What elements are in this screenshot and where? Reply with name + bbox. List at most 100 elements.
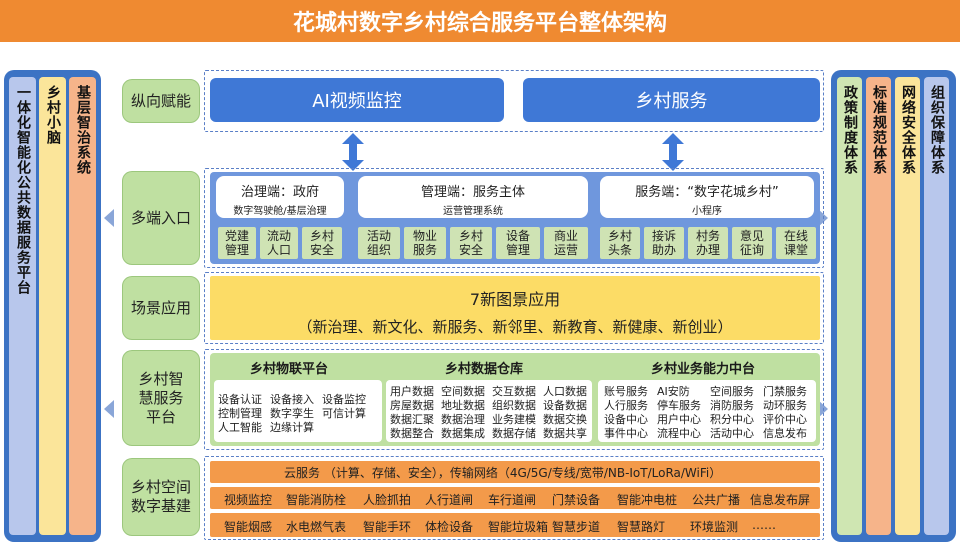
biz-item: 人行服务 [604, 399, 648, 412]
multi-cell: 乡村头条 [600, 227, 640, 259]
row-label-infra: 乡村空间数字基建 [122, 458, 200, 536]
infra-row-box [204, 456, 824, 540]
biz-item: 用户中心 [657, 413, 701, 426]
smart-row-box [204, 349, 824, 450]
infra-device: 体检设备 [425, 520, 474, 534]
data-item: 业务建模 [492, 413, 536, 426]
right-column-standards: 标准规范体系 [866, 77, 891, 535]
infra-device: 智能手环 [363, 520, 412, 534]
infra-device: 环境监测 [690, 520, 739, 534]
data-item: 数据存储 [492, 427, 536, 440]
scene-title: 7新图景应用 [469, 290, 561, 309]
iot-item: 控制管理 [218, 407, 262, 420]
iot-item: 设备接入 [270, 393, 314, 406]
data-item: 设备数据 [543, 399, 587, 412]
biz-item: 账号服务 [604, 385, 648, 398]
infra-device: 水电燃气表 [286, 520, 347, 534]
data-item: 数据共享 [543, 427, 587, 440]
data-item: 交互数据 [492, 385, 536, 398]
left-column-village-brain: 乡村小脑 [39, 77, 66, 535]
right-column-policy: 政策制度体系 [837, 77, 862, 535]
infra-device: 智能消防栓 [286, 493, 347, 507]
infra-device: 智慧路灯 [617, 520, 666, 534]
multi-cell: 村务办理 [688, 227, 728, 259]
infra-device: 视频监控 [224, 493, 273, 507]
infra-cloud-network: 云服务 （计算、存储、安全），传输网络（4G/5G/专线/宽带/NB-IoT/L… [210, 461, 820, 483]
data-item: 数据整合 [390, 427, 434, 440]
infra-device: 智慧步道 [552, 520, 601, 534]
double-arrow-right [662, 133, 684, 171]
iot-item: 数字孪生 [270, 407, 314, 420]
biz-item: 门禁服务 [763, 385, 807, 398]
biz-item: AI安防 [657, 385, 690, 398]
biz-item: 评价中心 [763, 413, 807, 426]
data-items-panel [386, 380, 592, 442]
biz-item: 设备中心 [604, 413, 648, 426]
infra-device: 公共广播 [692, 493, 741, 507]
iot-item: 边缘计算 [270, 421, 314, 434]
data-item: 空间数据 [441, 385, 485, 398]
multi-cell: 商业运营 [544, 227, 588, 259]
data-warehouse-title: 乡村数据仓库 [445, 362, 524, 377]
biz-item: 事件中心 [604, 427, 648, 440]
multi-cell: 物业服务 [404, 227, 446, 259]
multi-cell: 党建管理 [218, 227, 256, 259]
infra-device: …… [752, 518, 776, 532]
multi-cell: 设备管理 [496, 227, 540, 259]
scene-application: 7新图景应用 （新治理、新文化、新服务、新邻里、新教育、新健康、新创业） [210, 276, 820, 340]
mgmt-end-card: 管理端：服务主体 运营管理系统 [358, 176, 588, 218]
infra-devices-row-2 [210, 513, 820, 537]
infra-device: 智能垃圾箱 [488, 520, 549, 534]
double-arrow-left [342, 133, 364, 171]
biz-item: 信息发布 [763, 427, 807, 440]
iot-item: 可信计算 [322, 407, 366, 420]
infra-device: 门禁设备 [552, 493, 601, 507]
ai-video-monitoring: AI视频监控 [210, 78, 504, 122]
row-label-smart-platform: 乡村智慧服务平台 [122, 350, 200, 446]
biz-item: 消防服务 [710, 399, 754, 412]
biz-item: 活动中心 [710, 427, 754, 440]
data-item: 用户数据 [390, 385, 434, 398]
row-label-scene: 场景应用 [122, 276, 200, 340]
scene-row-box [204, 272, 824, 344]
left-arrow-1 [104, 209, 114, 227]
infra-devices-row-1 [210, 487, 820, 509]
infra-device: 人脸抓拍 [363, 493, 412, 507]
infra-device: 信息发布屏 [750, 493, 811, 507]
biz-item: 流程中心 [657, 427, 701, 440]
infra-device: 智能冲电桩 [617, 493, 678, 507]
data-item: 地址数据 [441, 399, 485, 412]
village-service: 乡村服务 [523, 78, 820, 122]
data-item: 数据治理 [441, 413, 485, 426]
data-item: 房屋数据 [390, 399, 434, 412]
row-label-multi-entry: 多端入口 [122, 171, 200, 265]
data-item: 数据集成 [441, 427, 485, 440]
multi-cell: 接诉助办 [644, 227, 684, 259]
biz-center-title: 乡村业务能力中台 [651, 362, 756, 377]
data-item: 人口数据 [543, 385, 587, 398]
multi-cell: 在线课堂 [776, 227, 816, 259]
iot-items-panel: 设备认证 设备接入 设备监控 控制管理 数字孪生 可信计算 人工智能 边缘计算 [214, 380, 382, 442]
multi-cell: 乡村安全 [302, 227, 342, 259]
left-column-governance-system: 基层智治系统 [69, 77, 96, 535]
iot-platform-title: 乡村物联平台 [250, 362, 329, 377]
data-item: 数据汇聚 [390, 413, 434, 426]
right-side-panel: 政策制度体系 标准规范体系 网络安全体系 组织保障体系 [831, 70, 956, 542]
gov-end-card: 治理端：政府 数字驾驶舱/基层治理 [216, 176, 344, 218]
page-title: 花城村数字乡村综合服务平台整体架构 [0, 0, 960, 42]
biz-item: 空间服务 [710, 385, 754, 398]
multi-cell: 意见征询 [732, 227, 772, 259]
left-side-panel: 一体化智能化公共数据服务平台 乡村小脑 基层智治系统 [4, 70, 101, 542]
right-column-network-security: 网络安全体系 [895, 77, 920, 535]
multi-cell: 活动组织 [358, 227, 400, 259]
scene-subtitle: （新治理、新文化、新服务、新邻里、新教育、新健康、新创业） [297, 318, 733, 336]
infra-device: 人行道闸 [425, 493, 474, 507]
data-item: 数据交换 [543, 413, 587, 426]
data-item: 组织数据 [492, 399, 536, 412]
multi-cell: 乡村安全 [450, 227, 492, 259]
biz-item: 动环服务 [763, 399, 807, 412]
biz-items-panel [598, 380, 816, 442]
biz-item: 停车服务 [657, 399, 701, 412]
iot-item: 设备认证 [218, 393, 262, 406]
infra-device: 车行道闸 [488, 493, 537, 507]
